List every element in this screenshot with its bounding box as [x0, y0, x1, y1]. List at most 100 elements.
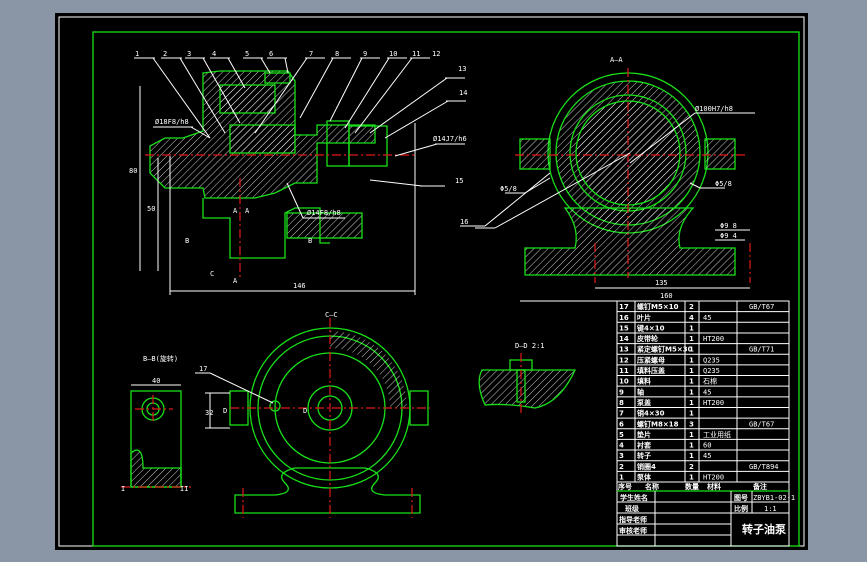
- section-mark-a3: A: [233, 277, 238, 285]
- leader-13: 13: [458, 65, 466, 73]
- parts-cell-name: 叶片: [637, 313, 651, 322]
- leader-17: 17: [199, 365, 207, 373]
- parts-cell-material: HT200: [703, 335, 724, 343]
- header-material: 材料: [706, 482, 721, 491]
- label-scale: 比例: [734, 504, 748, 513]
- parts-cell-material: HT200: [703, 399, 724, 407]
- parts-cell-qty: 1: [689, 442, 694, 450]
- aa-port-left: [519, 138, 551, 170]
- aa-fit-1: Ø100H7/h8: [695, 105, 733, 113]
- section-mark-a1: A: [233, 207, 238, 215]
- fit-label-2: Ø14F8/h8: [307, 209, 341, 217]
- leader-14: 14: [459, 89, 467, 97]
- header-qty: 数量: [685, 482, 699, 491]
- fit-label-1: Ø18F8/h8: [155, 118, 189, 126]
- parts-cell-qty: 2: [689, 303, 694, 311]
- aa-view-title: A—A: [610, 56, 623, 64]
- dim-32: 32: [205, 409, 213, 417]
- parts-cell-note: GB/T67: [749, 420, 774, 428]
- leader-8: 8: [335, 50, 339, 58]
- drawing-sheet: 146 80 50 1 2 3 4 5 6 7: [55, 13, 808, 550]
- leader-7: 7: [309, 50, 313, 58]
- parts-cell-name: 衬套: [636, 441, 652, 450]
- dim-40: 40: [152, 377, 160, 385]
- parts-cell-name: 轴: [637, 387, 644, 396]
- parts-cell-material: HT200: [703, 474, 724, 482]
- bb-view: B—B(旋转) 40 I II: [121, 354, 191, 493]
- mark-d1: D: [223, 407, 227, 415]
- leader-9: 9: [363, 50, 367, 58]
- leader-16: 16: [460, 218, 468, 226]
- parts-cell-material: Q235: [703, 367, 720, 375]
- bb-view-title: B—B(旋转): [143, 354, 178, 363]
- bb-hatch: [130, 449, 182, 488]
- parts-cell-no: 2: [619, 463, 624, 471]
- leader-4: 4: [212, 50, 216, 58]
- leader-6: 6: [269, 50, 273, 58]
- leader-10: 10: [389, 50, 397, 58]
- aa-view: A—A 135 160 Ø100H7/h8 Φ5/8 Φ5/8 Φ9 8 Φ9 …: [475, 56, 765, 302]
- parts-cell-no: 13: [619, 346, 629, 354]
- body-foot: [202, 198, 330, 259]
- parts-list-row: 12 压紧螺母 1 Q235: [617, 353, 789, 364]
- parts-cell-qty: 1: [689, 399, 694, 407]
- parts-cell-qty: 1: [689, 474, 694, 482]
- label-instructor: 指导老师: [619, 515, 647, 524]
- parts-list-row: 4 衬套 1 60: [617, 438, 789, 450]
- aa-fit-2: Φ5/8: [500, 185, 517, 193]
- mark-i: I: [121, 485, 125, 493]
- parts-cell-note: GB/T894: [749, 463, 779, 471]
- drawing-number: ZBYB1-02-1: [753, 494, 795, 502]
- parts-cell-qty: 1: [689, 356, 694, 364]
- mark-d2: D: [303, 407, 307, 415]
- inner-frame: [92, 31, 800, 547]
- screw-17: [269, 400, 281, 412]
- parts-cell-note: GB/T71: [749, 346, 774, 354]
- aa-dim-small-1: Φ9 8: [720, 222, 737, 230]
- header-no: 序号: [617, 482, 632, 491]
- drawing-title: 转子油泵: [742, 522, 786, 536]
- parts-cell-no: 15: [619, 324, 629, 332]
- aa-base: [524, 207, 736, 276]
- parts-cell-qty: 3: [689, 420, 694, 428]
- parts-cell-no: 8: [619, 399, 624, 407]
- parts-cell-material: Q235: [703, 356, 720, 364]
- parts-cell-name: 压紧螺母: [637, 355, 665, 364]
- rotor: [229, 124, 296, 154]
- cad-drawing: 146 80 50 1 2 3 4 5 6 7: [58, 16, 805, 547]
- parts-cell-no: 14: [619, 335, 629, 343]
- leader-11: 11: [412, 50, 420, 58]
- section-mark-a2: A: [245, 207, 250, 215]
- label-class: 班级: [625, 504, 640, 513]
- dim-135: 135: [655, 279, 668, 287]
- section-mark-b2: B: [308, 237, 312, 245]
- mark-ii: II: [180, 485, 188, 493]
- parts-cell-no: 16: [619, 314, 629, 322]
- section-mark-b1: B: [185, 237, 189, 245]
- parts-cell-name: 填料: [637, 377, 651, 386]
- parts-cell-no: 4: [619, 442, 624, 450]
- dim-160: 160: [660, 292, 673, 300]
- parts-cell-no: 12: [619, 356, 629, 364]
- leader-3: 3: [187, 50, 191, 58]
- parts-cell-qty: 1: [689, 452, 694, 460]
- parts-cell-material: 60: [703, 442, 711, 450]
- parts-cell-qty: 1: [689, 367, 694, 375]
- parts-cell-material: 工业用纸: [703, 430, 731, 439]
- parts-cell-qty: 1: [689, 410, 694, 418]
- dim-height-2: 50: [147, 205, 155, 213]
- label-student: 学生姓名: [620, 493, 648, 502]
- parts-cell-name: 填料压盖: [637, 366, 665, 375]
- cc-base: [234, 467, 421, 514]
- parts-cell-qty: 1: [689, 324, 694, 332]
- parts-cell-name: 泵盖: [636, 398, 651, 407]
- parts-cell-qty: 2: [689, 463, 694, 471]
